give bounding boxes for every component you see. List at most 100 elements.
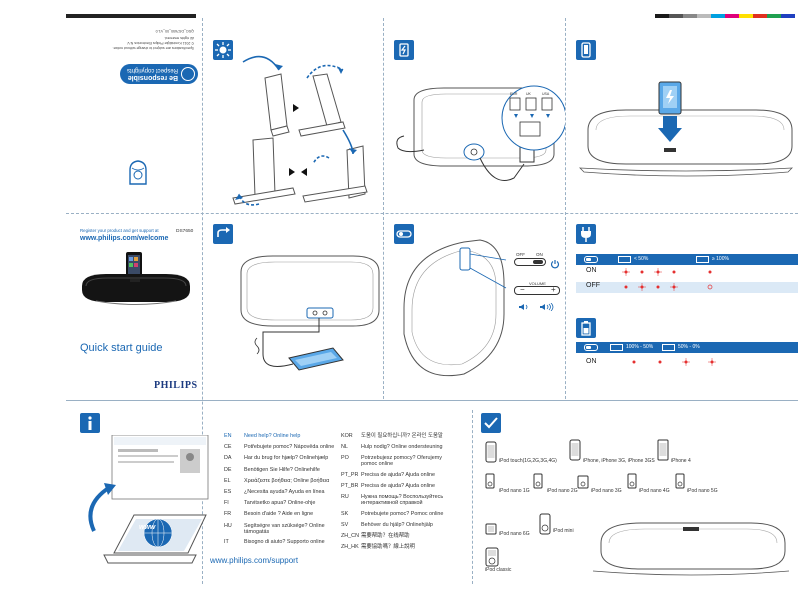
language-help-text: Benötigen Sie Hilfe? Onlinehilfe	[244, 466, 320, 473]
language-help-text: Segítségre van szüksége? Online támogatá…	[244, 522, 325, 535]
power-table-header	[576, 254, 798, 265]
language-help-text: Bisogno di aiuto? Supporto online	[244, 539, 325, 546]
language-help-text: Potrebujete pomoc? Pomoc online	[361, 510, 444, 517]
audio-cable-illustration	[240, 255, 380, 371]
compat-nano4g: iPod nano 4G	[639, 488, 670, 494]
recycle-icon	[181, 67, 195, 81]
registration-bar-right	[655, 14, 795, 18]
ipod-classic-icon	[485, 547, 499, 567]
language-help-text: ¿Necesita ayuda? Ayuda en línea	[244, 489, 325, 495]
volume-plus[interactable]: +	[551, 285, 556, 294]
language-help-text: Potrzebujesz pomocy? Oferujemy pomoc onl…	[361, 455, 442, 468]
register-text: Register your product and get support at	[80, 228, 159, 233]
language-code: EL	[224, 477, 231, 484]
language-help-text: Нужна помощь? Воспользуйтесь интерактивн…	[361, 494, 444, 507]
svg-text:UK: UK	[526, 92, 532, 96]
language-code: IT	[224, 539, 229, 546]
checkmark-tab-icon	[481, 413, 501, 433]
power-plug-tab-icon	[394, 40, 414, 60]
power-switch[interactable]	[514, 258, 546, 266]
battery-led-indicators	[632, 358, 716, 366]
power-icon	[550, 256, 560, 269]
svg-text:EUR: EUR	[510, 92, 518, 96]
volume-minus[interactable]: −	[520, 285, 525, 294]
speaker-low-icon	[518, 298, 532, 310]
language-help-text: 도움이 필요하십니까? 온라인 도움말	[361, 433, 443, 439]
battery-col1: 100% - 50%	[626, 344, 654, 350]
iphone-tab-icon	[576, 40, 596, 60]
power-switch-knob	[533, 260, 543, 264]
language-code: SV	[341, 522, 349, 528]
website-www-label: www	[139, 524, 156, 531]
language-code: PO	[341, 455, 349, 462]
compat-nano3g: iPod nano 3G	[591, 488, 622, 494]
dock-speaker-image	[592, 522, 790, 576]
ipod-mini-icon	[539, 513, 551, 535]
language-code: DA	[224, 455, 232, 462]
volume-rocker[interactable]: − +	[514, 285, 560, 295]
switch-on-label: ON	[536, 252, 543, 257]
help-language-row: IT Bisogno di aiuto? Supporto online	[224, 539, 352, 545]
power-switch-icon-1	[584, 256, 598, 263]
support-url[interactable]: www.philips.com/support	[210, 556, 299, 565]
language-help-text: Potřebujete pomoc? Nápověda online	[244, 444, 335, 451]
power-row-on	[576, 267, 798, 278]
fold-line-2	[383, 18, 384, 399]
language-help-text: Behöver du hjälp? Onlinehjälp	[361, 522, 433, 528]
switch-off-label: OFF	[516, 252, 525, 257]
register-url[interactable]: www.philips.com/welcome	[80, 235, 169, 242]
ipod-nano4g-icon	[627, 473, 637, 489]
sun-tab-icon	[213, 40, 233, 60]
language-code: PT_PR	[341, 471, 359, 478]
ipod-nano5g-icon	[675, 473, 685, 489]
be-responsible-title: Be responsible	[127, 74, 178, 81]
power-col2: ≥ 100%	[712, 256, 729, 262]
power-led-indicators	[622, 268, 713, 291]
help-language-row: SK Potrebujete pomoc? Pomoc online	[341, 511, 469, 517]
plug-tab-icon	[576, 224, 596, 244]
fold-line-1	[202, 18, 203, 584]
battery-table-header	[576, 342, 798, 353]
compat-ipod-classic: iPod classic	[485, 567, 512, 573]
back-panel: Be responsible Respect copyrights Specif…	[66, 18, 202, 213]
fold-line-h2	[66, 400, 798, 401]
language-code: CE	[224, 444, 232, 451]
help-language-row: SV Behöver du hjälp? Onlinehjälp	[341, 522, 469, 528]
power-col1: < 50%	[634, 256, 649, 262]
help-language-row: DE Benötigen Sie Hilfe? Onlinehilfe	[224, 467, 352, 473]
registration-bar-left	[66, 14, 196, 18]
panel-indicators: < 50% ≥ 100% ON OFF 100% -	[566, 214, 798, 400]
philips-shield-icon	[128, 160, 148, 186]
panel-dock-iphone	[566, 18, 798, 213]
battery-tab-icon	[576, 318, 596, 338]
svg-text:USA: USA	[542, 92, 550, 96]
panel-compatibility: iPod touch(1G,2G,3G,4G) iPhone, iPhone 3…	[473, 401, 798, 584]
help-language-row: PO Potrzebujesz pomocy? Oferujemy pomoc o…	[341, 455, 469, 467]
compat-nano5g: iPod nano 5G	[687, 488, 718, 494]
language-help-text: Precisa de ajuda? Ajuda online	[361, 471, 436, 478]
compat-iphone: iPhone, iPhone 3G, iPhone 3GS	[583, 458, 655, 464]
language-help-text: Precisa de ajuda? Ajuda online	[361, 483, 436, 490]
language-help-text: Besoin d'aide ? Aide en ligne	[244, 511, 314, 518]
back-footer-text: Specifications are subject to change wit…	[70, 26, 194, 50]
fold-line-4	[472, 410, 473, 584]
language-help-text: Har du brug for hjælp? Onlinehjælp	[244, 455, 329, 462]
battery-half-icon	[610, 344, 623, 351]
footer-line-2: © 2011 Koninklijke Philips Electronics N…	[126, 41, 194, 45]
language-help-text: Need help? Online help	[244, 433, 301, 439]
language-code: DE	[224, 466, 232, 473]
arrow-tab-icon	[213, 224, 233, 244]
compat-nano6g: iPod nano 6G	[499, 531, 530, 537]
doc-code: QSG_DS7650_00_V1.0	[155, 29, 194, 33]
language-code: SK	[341, 510, 349, 517]
language-code: PT_BR	[341, 483, 359, 490]
switch-tab-icon	[394, 224, 414, 244]
language-help-text: 需要帮助？在线帮助	[361, 533, 410, 540]
compat-nano2g: iPod nano 2G	[547, 488, 578, 494]
